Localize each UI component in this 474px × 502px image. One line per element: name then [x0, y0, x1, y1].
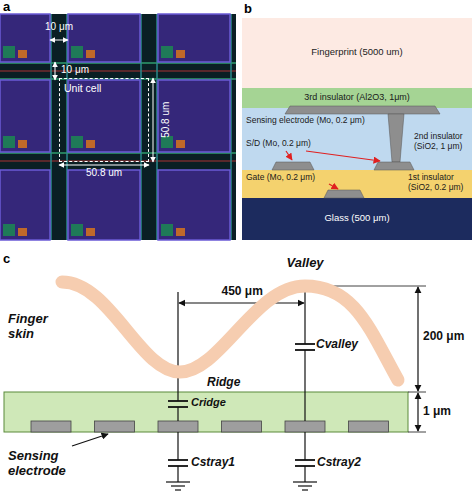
- dimension-label: 50.8 um: [86, 167, 122, 179]
- panel-letter: c: [3, 252, 10, 267]
- dimension-label: 200 μm: [423, 330, 464, 344]
- node-text: Fingerprint (5000 um): [242, 47, 472, 58]
- layer-label: S/D (Mo, 0.2 μm): [246, 139, 311, 149]
- node-text: 1st insulator (SiO2, 0.2 μm): [408, 173, 470, 193]
- capacitor-label: Cstray1: [191, 456, 235, 470]
- region-label: Valley: [287, 256, 324, 271]
- node-text: 2nd insulator (SiO2, 1 μm): [414, 132, 470, 152]
- dimension-label: 10 μm: [61, 64, 89, 76]
- part-label: Finger skin: [8, 312, 64, 342]
- glass-substrate: Glass (500 μm): [242, 198, 472, 240]
- layout-image: [0, 14, 236, 240]
- cross-section: [242, 18, 472, 240]
- dimension-label: 1 μm: [423, 405, 451, 419]
- node-text: 3rd insulator (Al2O3, 1μm): [242, 92, 472, 102]
- capacitor-label: Cridge: [191, 396, 226, 409]
- region-label: Ridge: [207, 376, 240, 390]
- unit-cell-box: Unit cell: [59, 78, 149, 162]
- node-text: Glass (500 μm): [242, 213, 472, 224]
- capacitance-model: [4, 282, 426, 490]
- part-label: Sensing electrode: [8, 449, 88, 479]
- insulator-layer: 3rd insulator (Al2O3, 1μm): [242, 88, 472, 108]
- dimension-label: 50.8 um: [160, 102, 172, 138]
- layer-label: Gate (Mo, 0.2 μm): [246, 173, 315, 183]
- node-text: Unit cell: [64, 82, 144, 94]
- layer-label: Sensing electrode (Mo, 0.2 μm): [246, 116, 365, 126]
- fingerprint-layer: Fingerprint (5000 um): [242, 18, 472, 88]
- capacitor-label: Cstray2: [317, 456, 361, 470]
- dimension-label: 10 μm: [45, 21, 73, 33]
- panel-letter: a: [3, 0, 10, 15]
- dimension-label: 450 μm: [222, 285, 263, 299]
- panel-letter: b: [244, 2, 252, 17]
- capacitor-label: Cvalley: [316, 338, 358, 352]
